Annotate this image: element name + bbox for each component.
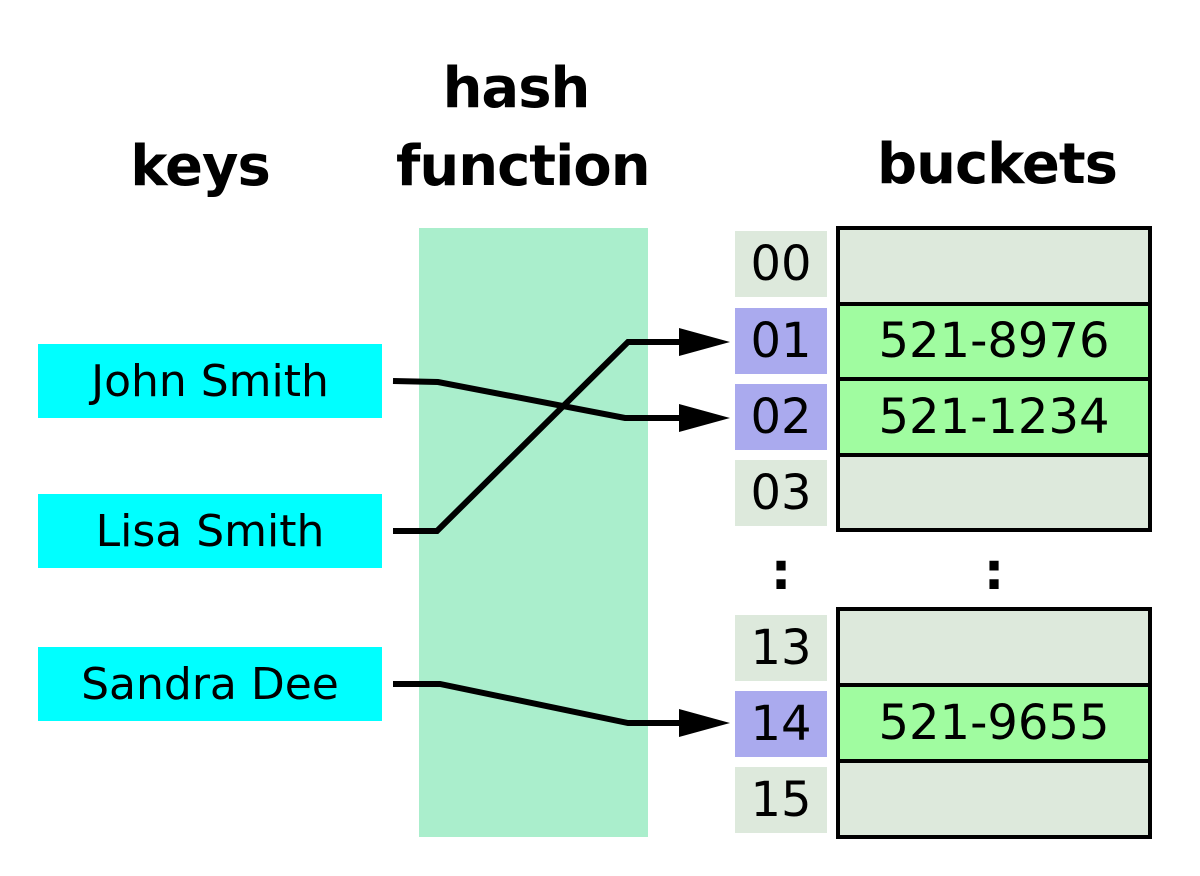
- index-label: 13: [750, 620, 812, 676]
- key-box-john-smith: John Smith: [38, 344, 382, 418]
- index-label: 02: [750, 389, 812, 445]
- bucket-cell-03: [840, 456, 1148, 528]
- buckets-header: buckets: [877, 132, 1118, 197]
- bucket-value: 521-1234: [878, 388, 1110, 445]
- index-label: 00: [750, 236, 812, 292]
- bucket-cell-14: 521-9655: [840, 687, 1148, 759]
- index-cell-00: 00: [735, 231, 827, 297]
- key-label: Lisa Smith: [95, 505, 325, 557]
- bucket-cell-01: 521-8976: [840, 305, 1148, 377]
- hash-function-box: [419, 228, 648, 837]
- index-cell-14: 14: [735, 691, 827, 757]
- key-label: Sandra Dee: [81, 658, 339, 710]
- index-label: 01: [750, 313, 812, 369]
- bucket-cell-02: 521-1234: [840, 381, 1148, 453]
- bucket-ellipsis: :: [983, 542, 1005, 602]
- bucket-table-lower: 521-9655: [836, 607, 1152, 839]
- bucket-cell-15: [840, 763, 1148, 835]
- key-box-sandra-dee: Sandra Dee: [38, 647, 382, 721]
- keys-header: keys: [130, 134, 271, 199]
- bucket-cell-00: [840, 230, 1148, 302]
- index-label: 03: [750, 465, 812, 521]
- index-cell-01: 01: [735, 308, 827, 374]
- hash-function-header-line1: hash: [442, 56, 591, 121]
- index-label: 14: [750, 696, 812, 752]
- bucket-value: 521-9655: [878, 695, 1110, 751]
- bucket-cell-13: [840, 611, 1148, 683]
- key-label: John Smith: [91, 355, 329, 407]
- bucket-table-upper: 521-8976 521-1234: [836, 226, 1152, 532]
- index-cell-03: 03: [735, 460, 827, 526]
- index-label: 15: [750, 772, 812, 828]
- key-box-lisa-smith: Lisa Smith: [38, 494, 382, 568]
- index-ellipsis: :: [770, 542, 792, 602]
- hash-function-header-line2: function: [396, 134, 651, 199]
- index-cell-02: 02: [735, 384, 827, 450]
- index-cell-15: 15: [735, 767, 827, 833]
- bucket-value: 521-8976: [878, 313, 1110, 370]
- index-cell-13: 13: [735, 615, 827, 681]
